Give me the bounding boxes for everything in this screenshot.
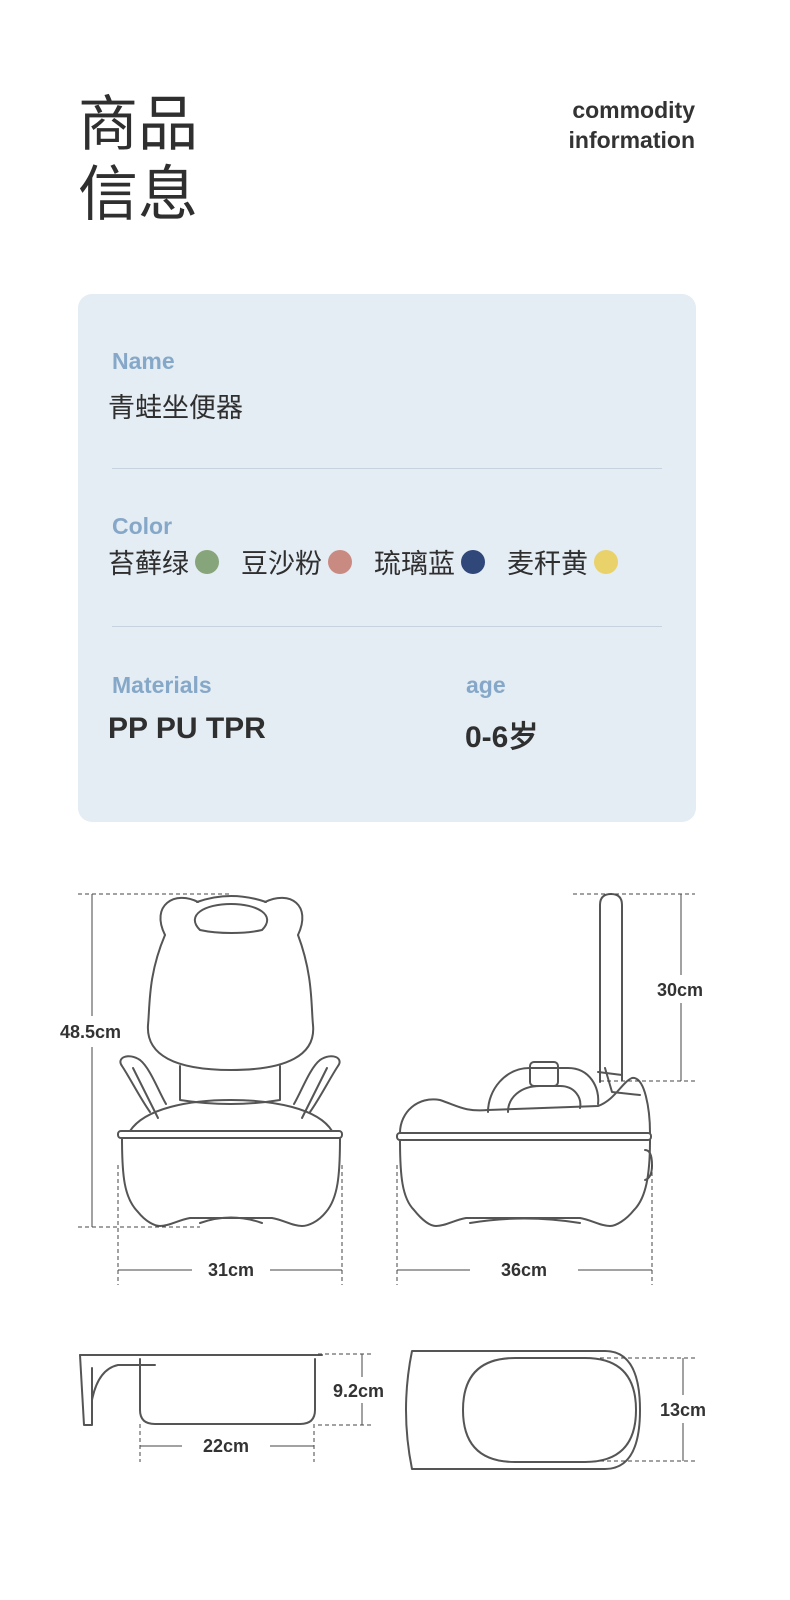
side-view-drawing [396, 893, 653, 1227]
color-swatch [328, 549, 352, 574]
divider [112, 626, 662, 627]
color-name: 豆沙粉 [241, 549, 322, 580]
front-view-drawing [117, 895, 343, 1227]
color-name: 琉璃蓝 [374, 549, 455, 580]
dimension-drawings: 48.5cm 31cm 30cm 36cm 9.2cm 22cm 13cm [60, 893, 706, 1470]
color-option-bean-pink: 豆沙粉 [241, 542, 352, 581]
color-name: 苔藓绿 [108, 549, 189, 580]
color-options: 苔藓绿 豆沙粉 琉璃蓝 麦秆黄 [108, 542, 640, 581]
age-label: age [466, 672, 506, 698]
page-title-en: commodity information [569, 95, 696, 155]
top-depth-label: 13cm [660, 1400, 706, 1420]
color-swatch [461, 549, 485, 574]
bowl-side-drawing [79, 1354, 323, 1426]
front-width-label: 31cm [208, 1260, 254, 1280]
product-name: 青蛙坐便器 [108, 393, 243, 424]
name-label: Name [112, 348, 175, 374]
dimension-lines [78, 893, 695, 1462]
product-info-card: Name 青蛙坐便器 Color 苔藓绿 豆沙粉 琉璃蓝 麦秆黄 Materia… [78, 294, 696, 822]
page-subtitle-line1: commodity [572, 97, 695, 123]
color-swatch [594, 549, 618, 574]
materials-value: PP PU TPR [108, 712, 266, 745]
front-height-label: 48.5cm [60, 1022, 121, 1042]
side-width-label: 36cm [501, 1260, 547, 1280]
color-swatch [195, 549, 219, 574]
color-option-glaze-blue: 琉璃蓝 [374, 542, 485, 581]
page-title-line1: 商品 [78, 90, 198, 160]
bowl-height-label: 9.2cm [333, 1381, 384, 1401]
divider [112, 468, 662, 469]
bowl-top-drawing [405, 1350, 641, 1470]
color-option-moss-green: 苔藓绿 [108, 542, 219, 581]
age-value: 0-6岁 [465, 721, 539, 754]
color-label: Color [112, 513, 173, 539]
page-title-cn: 商品 信息 [78, 90, 198, 230]
backrest-height-label: 30cm [657, 980, 703, 1000]
page-subtitle-line2: information [568, 127, 696, 153]
materials-label: Materials [112, 672, 212, 698]
page-title-line2: 信息 [78, 160, 198, 230]
color-name: 麦秆黄 [507, 549, 588, 580]
color-option-straw-yellow: 麦秆黄 [507, 542, 618, 581]
bowl-width-label: 22cm [203, 1436, 249, 1456]
